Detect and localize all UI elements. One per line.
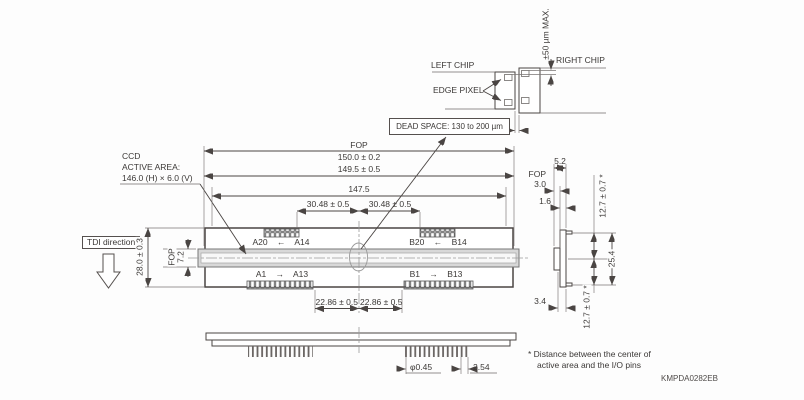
dead-space-ellipse [349, 242, 368, 272]
side-pin-top [565, 230, 573, 235]
dim-height: 28.0 ± 0.3 [134, 237, 145, 277]
tdi-direction-arrow [96, 253, 121, 289]
fop-width-label: FOP [350, 140, 368, 150]
dim-pin-diameter: φ0.45 [410, 362, 433, 372]
dim-center-to-top-pins: 12.7 ± 0.7 * [597, 173, 608, 219]
pin-ladder-bottom-a [246, 280, 314, 290]
pin-row-label-bottom-b: B1 → B13 [409, 269, 463, 279]
side-pin-bottom [565, 282, 573, 287]
dim-pin-span: 147.5 [348, 184, 370, 194]
dim-center-to-bottom-pins: 12.7 ± 0.7 * [581, 284, 592, 330]
offset-max-label: ±50 µm MAX. [540, 7, 551, 61]
pin-row-label-top-a: A20 ← A14 [252, 237, 310, 247]
ccd-leader [199, 183, 247, 255]
dim-package-width: 149.5 ± 0.5 [337, 164, 381, 174]
dead-space-label: DEAD SPACE: 130 to 200 µm [389, 118, 510, 135]
pin-ladder-top-a [263, 228, 300, 238]
dim-base: 3.4 [534, 296, 546, 306]
front-body-top [205, 332, 517, 341]
ccd-label-line3: 146.0 (H) × 6.0 (V) [122, 173, 193, 183]
dim-fop-height: 7.2 [175, 250, 186, 264]
edge-pixel-right-bottom [521, 97, 530, 104]
right-chip-label: RIGHT CHIP [556, 55, 605, 65]
dim-bottom-a: 22.86 ± 0.5 [315, 297, 358, 307]
dim-step: 1.6 [539, 196, 551, 206]
right-chip-outline [518, 67, 541, 114]
front-pins-left [248, 346, 313, 357]
edge-pixel-arrow-top [482, 79, 502, 92]
top-view-dimensions [145, 146, 515, 313]
left-chip-label: LEFT CHIP [431, 60, 475, 70]
pin-ladder-top-b [419, 228, 456, 238]
ccd-label-line1: CCD [122, 151, 141, 161]
edge-pixel-arrow-bottom [482, 90, 502, 101]
dim-center-to-b: 30.48 ± 0.5 [368, 199, 412, 209]
dim-fop-width: 150.0 ± 0.2 [337, 152, 381, 162]
pin-ladder-bottom-b [403, 280, 474, 290]
footnote-line2: active area and the I/O pins [537, 360, 641, 370]
edge-pixel-left-bottom [504, 99, 513, 106]
dim-center-to-a: 30.48 ± 0.5 [306, 199, 350, 209]
edge-pixel-right-top [521, 70, 530, 77]
side-fop-bump [553, 247, 561, 271]
dim-total-depth: 5.2 [554, 156, 566, 166]
pin-row-label-bottom-a: A1 → A13 [255, 269, 309, 279]
part-number: KMPDA0282EB [661, 374, 718, 383]
dim-pin-row-span: 25.4 [606, 249, 617, 269]
dim-pin-pitch: 2.54 [473, 362, 490, 372]
ccd-label-line2: ACTIVE AREA: [122, 162, 181, 172]
pin-row-label-top-b: B20 ← B14 [409, 237, 467, 247]
edge-pixel-label: EDGE PIXEL [433, 85, 484, 95]
side-body [559, 229, 567, 288]
detail-view [432, 59, 606, 133]
dim-fop-depth: 3.0 [534, 179, 546, 189]
edge-pixel-left-top [504, 74, 513, 81]
top-view-package [120, 136, 529, 313]
tdi-direction-label: TDI direction [82, 236, 141, 249]
front-pins-right [405, 346, 470, 357]
front-body-ledge [211, 339, 511, 347]
side-fop-label: FOP [528, 169, 546, 179]
dim-bottom-b: 22.86 ± 0.5 [360, 297, 403, 307]
footnote-line1: * Distance between the center of [528, 349, 651, 359]
front-view [205, 327, 517, 374]
